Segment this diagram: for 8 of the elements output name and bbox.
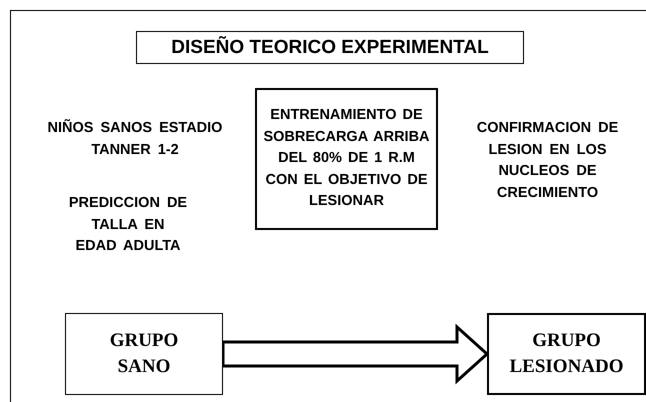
group-box: GRUPO LESIONADO [487,313,646,395]
block-arrow [222,324,490,384]
group-box: GRUPO SANO [65,313,223,395]
title: DISEÑO TEORICO EXPERIMENTAL [136,31,524,64]
note-text: CONFIRMACION DE LESION EN LOS NUCLEOS DE CRECIMIENTO [476,119,620,202]
note-text: NIÑOS SANOS ESTADIO TANNER 1-2 [46,118,224,160]
note-text: PREDICCION DE TALLA EN EDAD ADULTA [68,194,188,256]
process-box: ENTRENAMIENTO DE SOBRECARGA ARRIBA DEL 80% DE 1 R.M CON EL OBJETIVO DE LESIONAR [255,88,438,230]
